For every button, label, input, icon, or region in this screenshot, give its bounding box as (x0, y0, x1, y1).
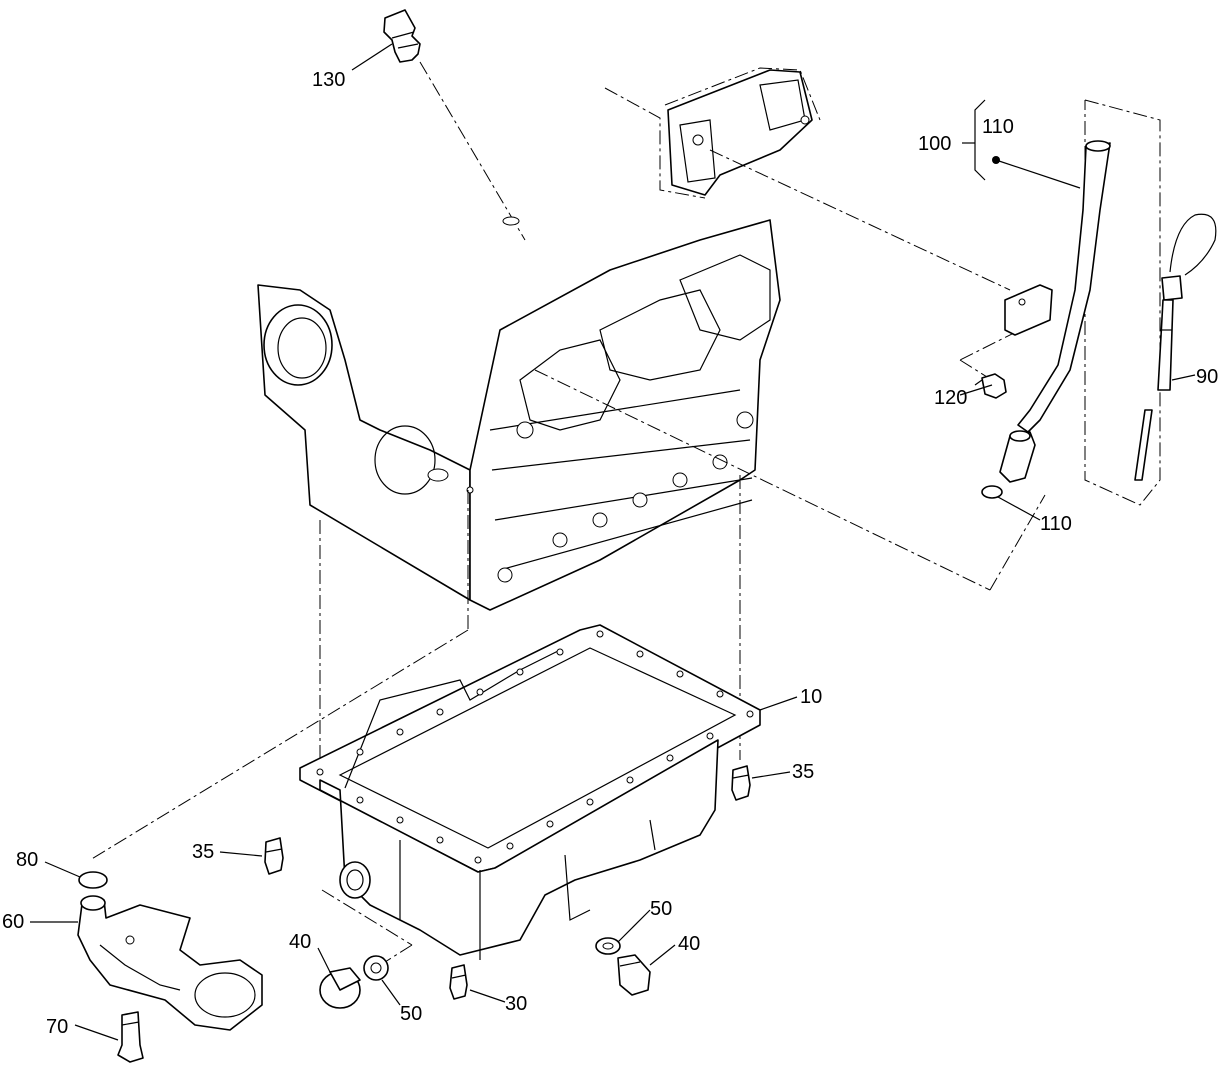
part-50-washer-right (595, 937, 621, 955)
part-50-washer-left (363, 955, 389, 981)
part-60-oil-strainer (77, 895, 263, 1031)
part-10-oil-pan (299, 624, 761, 960)
callout-35-left: 35 (192, 841, 214, 863)
part-70-bolt (117, 1011, 144, 1063)
callout-50-right: 50 (650, 898, 672, 920)
callout-40-left: 40 (289, 931, 311, 953)
callout-30: 30 (505, 993, 527, 1015)
part-35-bolt-left (264, 837, 284, 875)
part-120-bolt (974, 373, 1007, 399)
part-35-bolt-right (731, 765, 751, 801)
part-40-drain-plug-left (319, 967, 361, 1009)
callout-120: 120 (934, 387, 967, 409)
callout-100: 100 (918, 133, 951, 155)
callout-10: 10 (800, 686, 822, 708)
part-40-drain-plug-right (617, 954, 651, 996)
leader-lines (30, 43, 1196, 1041)
callout-70: 70 (46, 1016, 68, 1038)
gasket-holes (316, 630, 754, 864)
callout-60: 60 (2, 911, 24, 933)
callout-110-top: 110 (982, 116, 1014, 138)
engine-block (257, 67, 821, 611)
part-100-dipstick-tube (999, 140, 1111, 483)
callout-35-right: 35 (792, 761, 814, 783)
part-80-oring (78, 871, 108, 889)
part-110-oring (981, 485, 1003, 499)
callout-40-right: 40 (678, 933, 700, 955)
callout-130: 130 (312, 69, 345, 91)
part-30-bolt (449, 964, 468, 1000)
part-130-plug (383, 9, 520, 226)
part-90-dipstick (1134, 213, 1217, 481)
callout-50-left: 50 (400, 1003, 422, 1025)
callout-80: 80 (16, 849, 38, 871)
callout-110-bottom: 110 (1040, 513, 1072, 535)
callouts: 130 100 110 90 120 110 10 35 35 80 60 70… (2, 69, 1218, 1038)
callout-90: 90 (1196, 366, 1218, 388)
